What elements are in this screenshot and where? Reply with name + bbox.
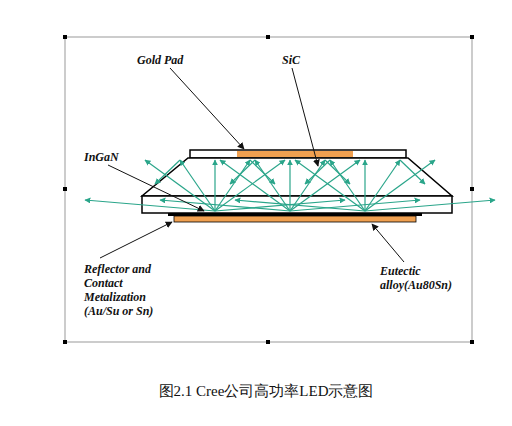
light-rays [85,160,495,211]
part-label: Gold Pad [137,53,217,67]
part-label: SiC [282,53,322,67]
part-label: Eutectic alloy(Au80Sn) [380,264,476,292]
frame [63,35,474,344]
chip [142,150,452,222]
leader-lines [100,68,404,262]
part-label: Reflector and Contact Metalization (Au/S… [84,262,176,318]
figure-caption: 图2.1 Cree公司高功率LED示意图 [159,382,374,401]
part-label: InGaN [84,150,144,164]
